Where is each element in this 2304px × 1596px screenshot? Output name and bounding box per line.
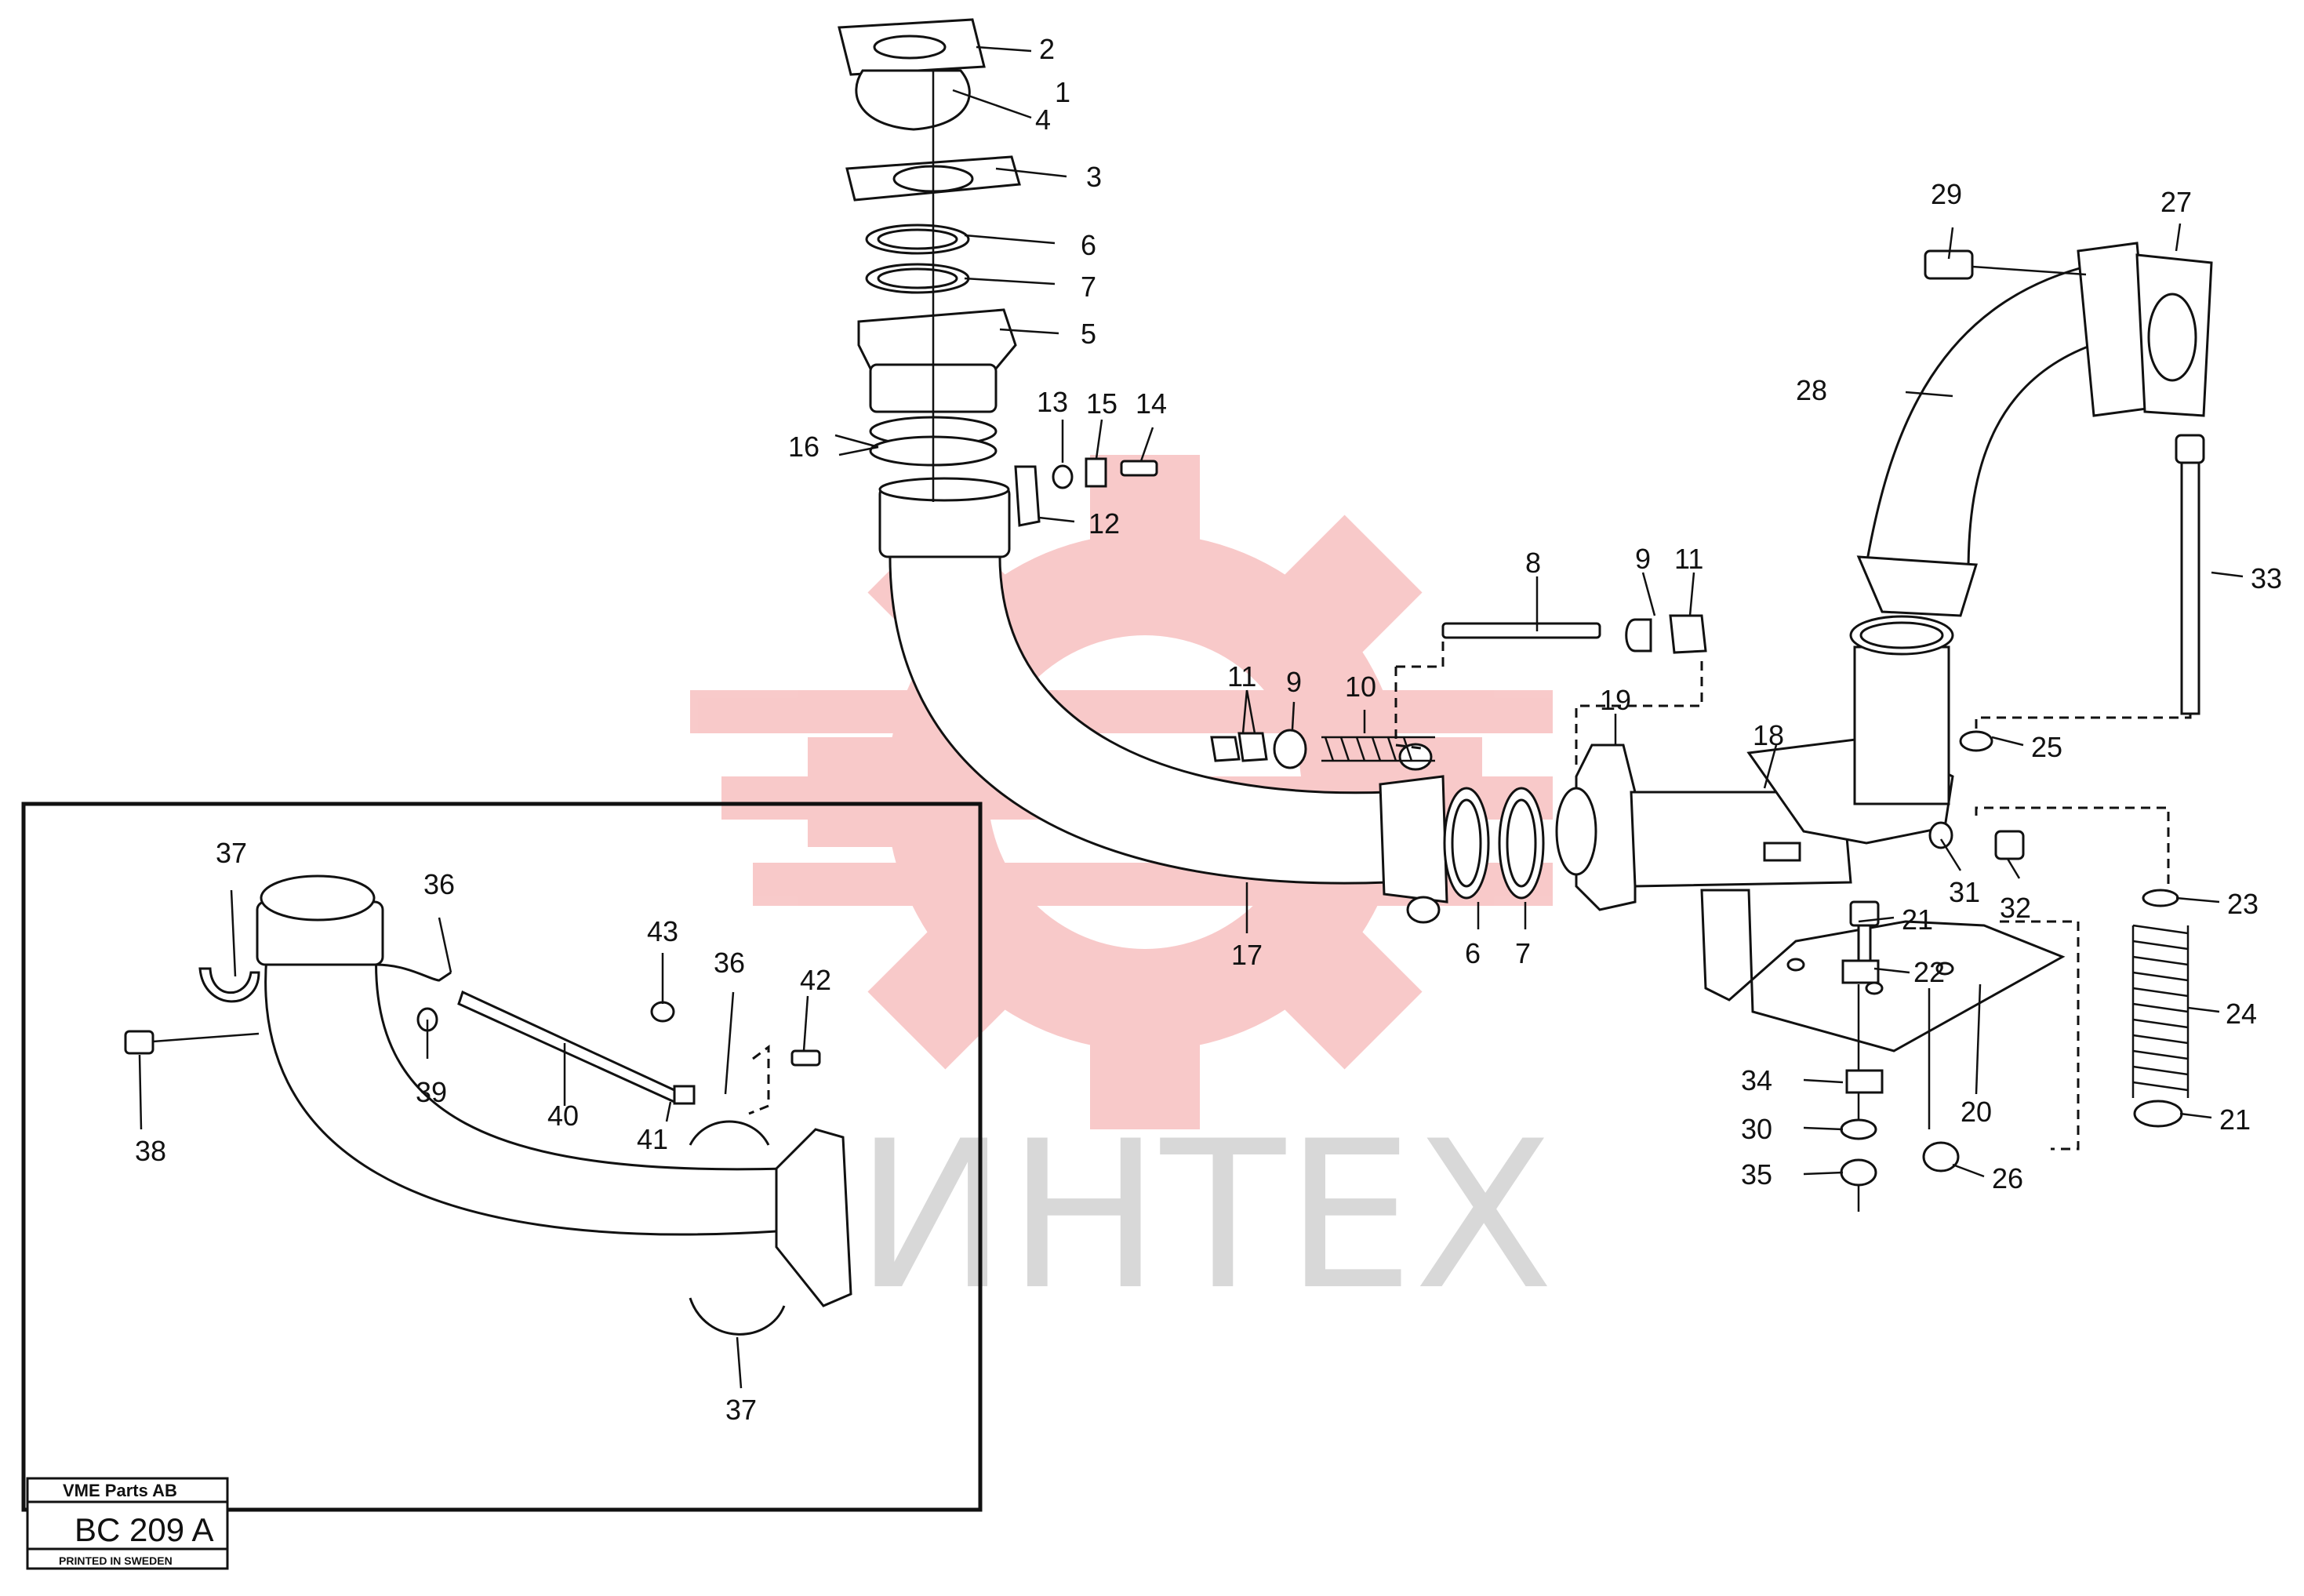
callout-26: 26 — [1992, 1162, 2023, 1194]
callout-16: 16 — [788, 431, 819, 463]
callout-36a: 36 — [423, 868, 455, 900]
callout-7a: 7 — [1081, 271, 1096, 303]
inset-detail — [21, 802, 983, 1512]
upper-flange-stack — [838, 18, 1021, 502]
callout-11b: 11 — [1227, 660, 1256, 693]
callout-22: 22 — [1913, 956, 1945, 988]
callout-6a: 6 — [1081, 229, 1096, 261]
fasteners — [1840, 730, 2025, 1212]
gaskets-6-7 — [1443, 787, 1545, 900]
callout-25: 25 — [2031, 731, 2062, 763]
title-block: VME Parts AB BC 209 A PRINTED IN SWEDEN — [26, 1477, 229, 1570]
callout-13: 13 — [1037, 386, 1068, 418]
callout-38: 38 — [135, 1135, 166, 1167]
elbow-28 — [1856, 242, 2213, 617]
callout-14: 14 — [1136, 387, 1167, 420]
callout-19: 19 — [1600, 684, 1631, 716]
callout-9a: 9 — [1635, 543, 1651, 575]
stud-spring-assembly — [1210, 614, 1707, 769]
pipe-18 — [1555, 615, 1954, 911]
callout-34: 34 — [1741, 1064, 1772, 1096]
callout-27: 27 — [2160, 186, 2192, 218]
bolt-33 — [1975, 434, 2205, 729]
callout-40: 40 — [547, 1100, 579, 1132]
callout-2: 2 — [1039, 33, 1055, 65]
drawing-code: BC 209 A — [74, 1511, 213, 1548]
callout-41: 41 — [637, 1123, 668, 1155]
callout-15: 15 — [1086, 387, 1117, 420]
leader-lines — [138, 45, 2244, 1389]
company-name: VME Parts AB — [63, 1481, 177, 1500]
callout-29: 29 — [1931, 178, 1962, 210]
callout-3: 3 — [1086, 161, 1102, 193]
callout-37b: 37 — [725, 1394, 757, 1426]
printed-note: PRINTED IN SWEDEN — [59, 1554, 173, 1567]
callout-39: 39 — [416, 1076, 447, 1108]
callout-42: 42 — [800, 964, 831, 996]
clamp-12-bracket — [1014, 457, 1158, 527]
callout-21a: 21 — [1902, 903, 1933, 936]
callout-8: 8 — [1525, 547, 1541, 579]
callout-20: 20 — [1961, 1096, 1992, 1128]
callout-6b: 6 — [1465, 937, 1481, 969]
callout-11a: 11 — [1674, 543, 1703, 575]
callout-4: 4 — [1035, 104, 1051, 136]
callout-18: 18 — [1753, 719, 1784, 751]
callout-9b: 9 — [1286, 666, 1302, 698]
callout-37a: 37 — [216, 837, 247, 869]
watermark-text: ИНТЕХ — [855, 1098, 1554, 1335]
callout-1: 1 — [1055, 76, 1070, 108]
callout-labels: 2 1 4 3 6 7 5 16 13 15 14 12 8 9 11 11 9… — [135, 33, 2282, 1426]
callout-21b: 21 — [2219, 1103, 2251, 1136]
callout-7b: 7 — [1515, 937, 1531, 969]
callout-32: 32 — [2000, 892, 2031, 924]
callout-30: 30 — [1741, 1113, 1772, 1145]
callout-24: 24 — [2226, 998, 2257, 1030]
callout-36b: 36 — [714, 947, 745, 979]
callout-12: 12 — [1088, 507, 1120, 540]
bracket-20 — [1700, 889, 2080, 1151]
callout-10: 10 — [1345, 671, 1376, 703]
pipe-17 — [878, 477, 1448, 924]
callout-33: 33 — [2251, 562, 2282, 594]
callout-23: 23 — [2227, 888, 2259, 920]
callout-5: 5 — [1081, 318, 1096, 350]
callout-28: 28 — [1796, 374, 1827, 406]
callout-43: 43 — [647, 915, 678, 947]
callout-31: 31 — [1949, 876, 1980, 908]
callout-17: 17 — [1231, 939, 1263, 971]
callout-35: 35 — [1741, 1158, 1772, 1191]
